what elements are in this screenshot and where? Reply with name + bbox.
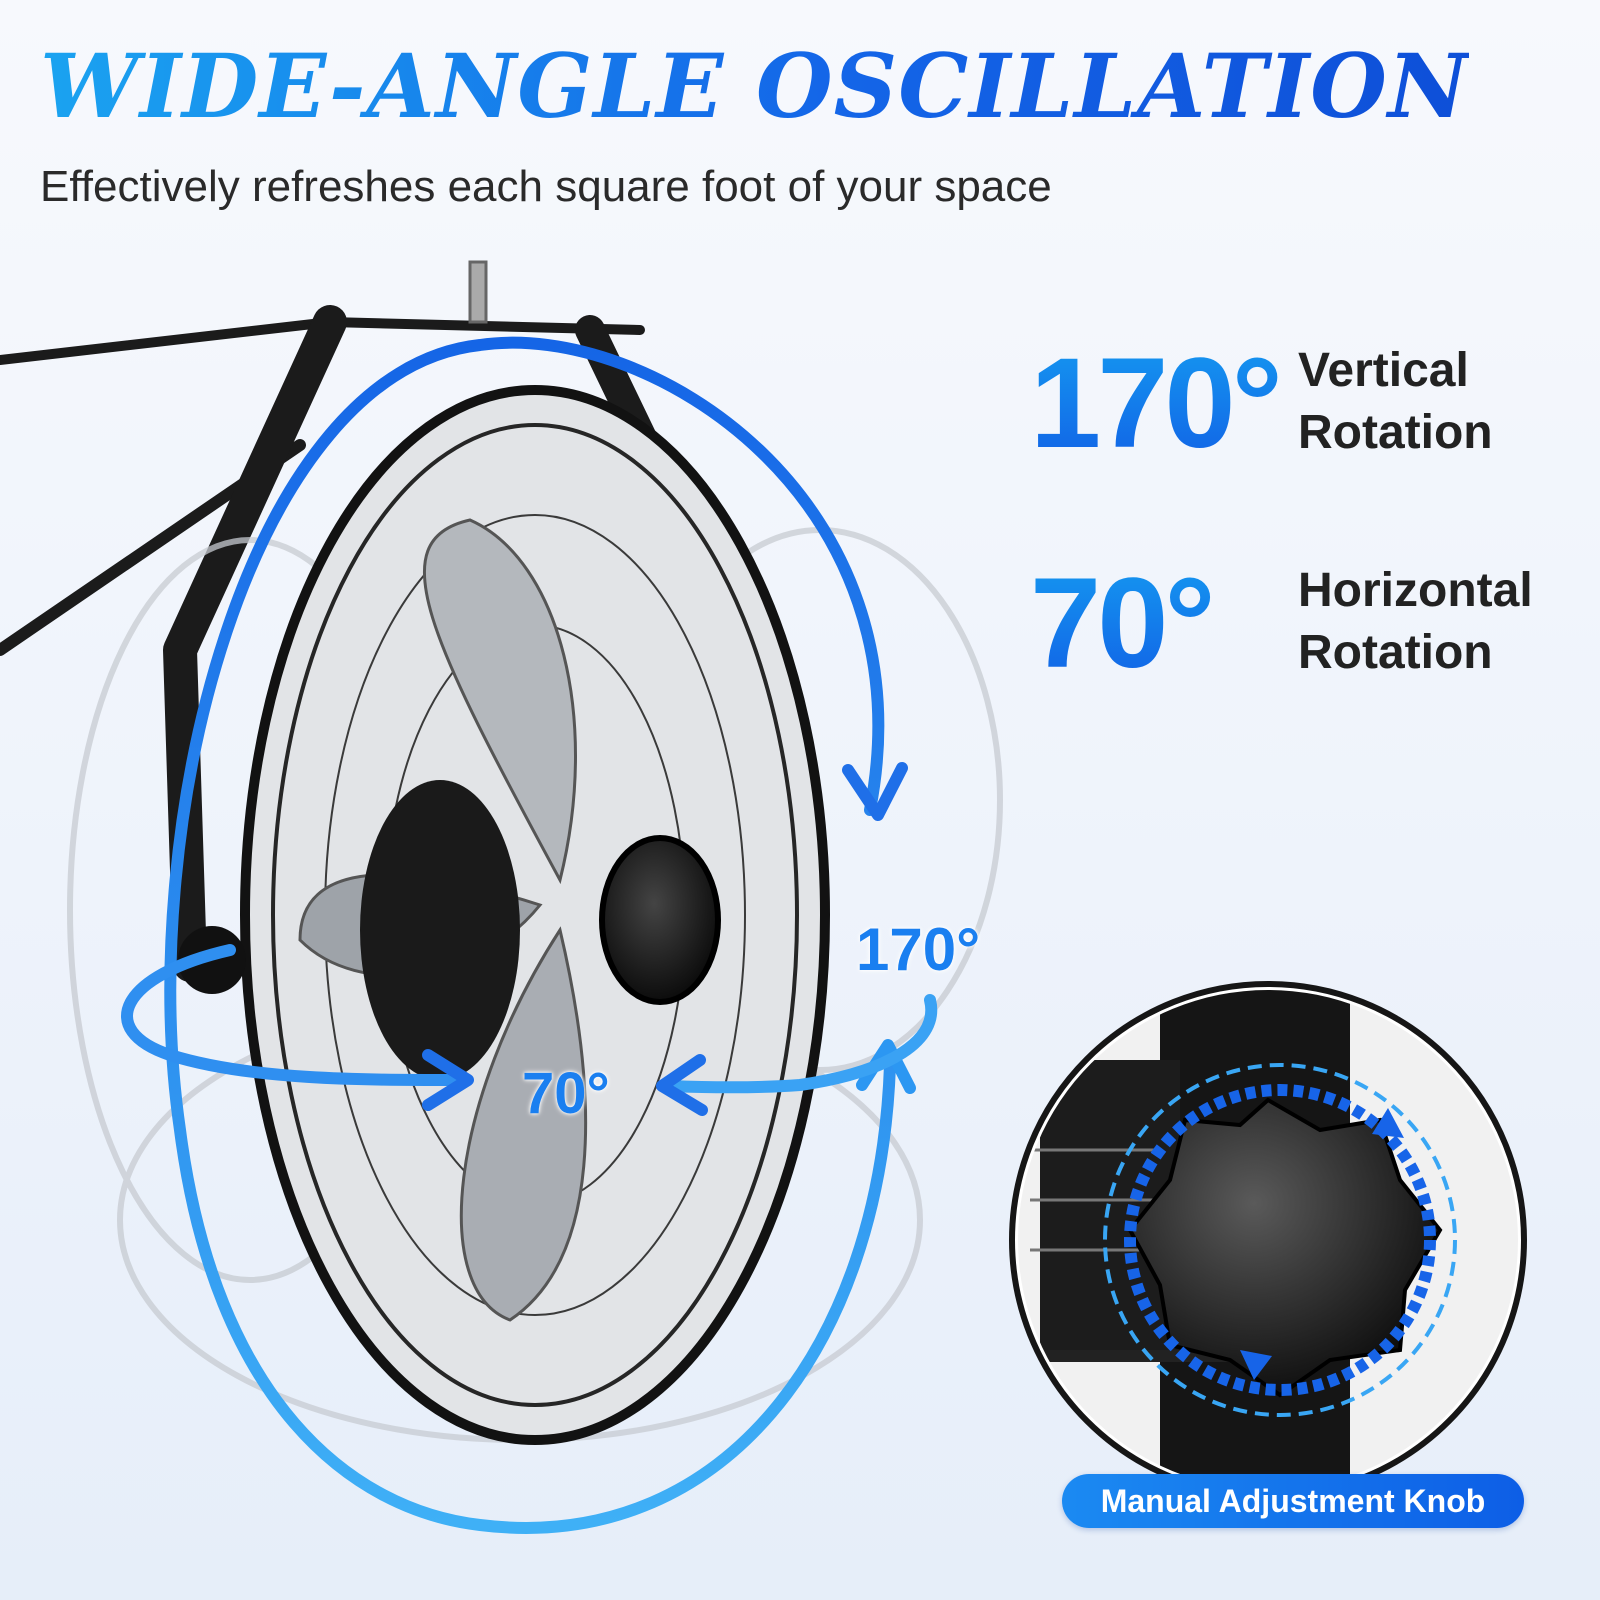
horizontal-label-line2: Rotation [1298,626,1493,679]
manual-adjustment-knob-badge: Manual Adjustment Knob [1062,1474,1524,1528]
diagram-vertical-angle: 170° [856,916,981,983]
vertical-angle-value: 170° [1030,332,1283,475]
horizontal-rotation-arrow [121,944,938,1116]
vertical-rotation-label: Vertical Rotation [1298,340,1493,464]
knob-detail-view [1009,981,1527,1499]
diagram-horizontal-angle: 70° [522,1061,610,1126]
horizontal-angle-value: 70° [1030,552,1216,695]
vertical-label-line2: Rotation [1298,406,1493,459]
horizontal-rotation-label: Horizontal Rotation [1298,560,1533,684]
vertical-label-line1: Vertical [1298,344,1469,397]
fan-unit [178,385,830,1445]
horizontal-label-line1: Horizontal [1298,564,1533,617]
headline: WIDE-ANGLE OSCILLATION [40,34,1470,138]
subtitle: Effectively refreshes each square foot o… [40,162,1052,211]
